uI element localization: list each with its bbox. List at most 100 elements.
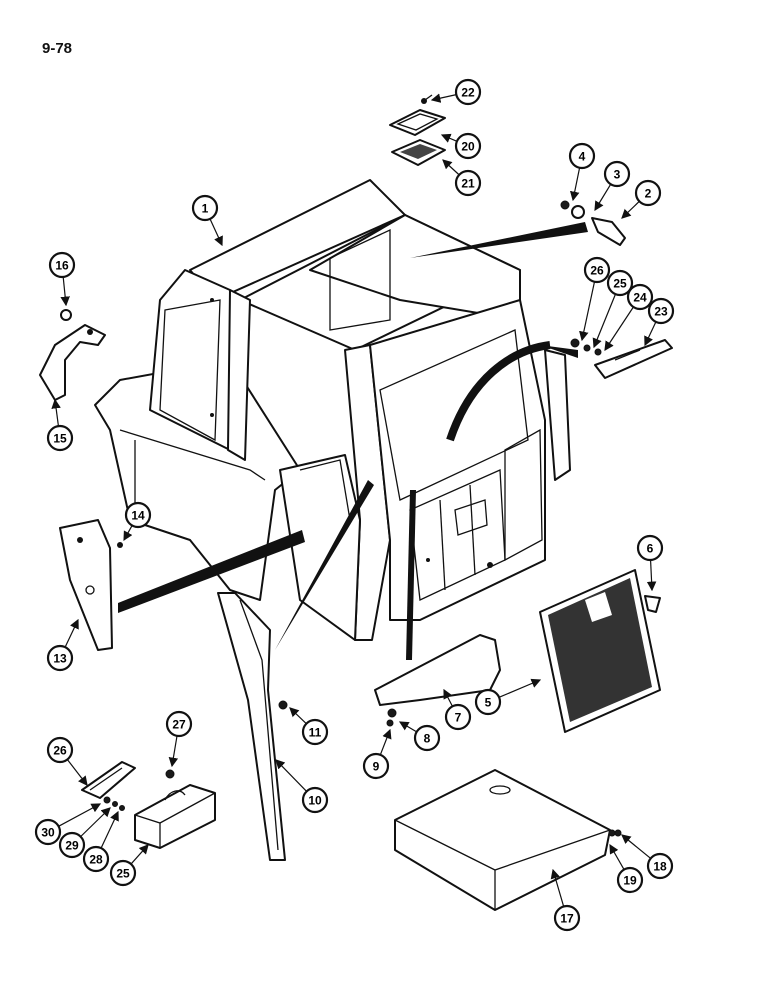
callout-leader — [646, 559, 657, 592]
cab-front-frame — [369, 299, 546, 621]
latch-bracket — [594, 339, 673, 379]
callout-28: 28 — [82, 810, 119, 873]
callout-leader — [594, 183, 612, 212]
callout-circle — [606, 269, 634, 297]
callout-leader — [209, 218, 223, 247]
callout-number: 22 — [461, 86, 475, 100]
callout-24: 24 — [604, 283, 654, 352]
front-trim-assembly — [374, 634, 501, 727]
callout-leader — [379, 728, 392, 756]
callout-circle — [165, 710, 193, 738]
callout-number: 19 — [623, 874, 637, 888]
callout-number: 6 — [647, 542, 654, 556]
callout-number: 14 — [131, 509, 145, 523]
callout-circle — [454, 78, 482, 106]
callout-leader — [123, 525, 133, 542]
callout-circle — [454, 132, 482, 160]
grab-handle — [39, 324, 106, 401]
callout-number: 11 — [309, 726, 322, 740]
callout-27: 27 — [165, 710, 193, 768]
callout-number: 9 — [373, 760, 380, 774]
pointer-wedge-10 — [275, 480, 374, 650]
callout-8: 8 — [398, 721, 441, 752]
callout-number: 30 — [41, 826, 55, 840]
knob — [591, 217, 626, 246]
callout-number: 23 — [654, 305, 668, 319]
callout-leader — [579, 281, 596, 342]
callout-leader — [430, 93, 457, 103]
callout-circle — [362, 752, 390, 780]
callout-number: 21 — [461, 177, 475, 191]
callout-leader — [604, 306, 634, 352]
long-trim — [217, 592, 286, 861]
callout-leader — [440, 133, 458, 143]
callout-number: 8 — [424, 732, 431, 746]
callout-leader — [66, 759, 88, 786]
callout-circle — [583, 256, 611, 284]
callout-number: 29 — [65, 839, 79, 853]
callout-9: 9 — [362, 728, 392, 780]
callout-circle — [34, 818, 62, 846]
toolbox-bracket — [81, 761, 136, 799]
callout-2: 2 — [621, 179, 662, 219]
toolbox — [134, 784, 216, 849]
callout-circle — [191, 194, 219, 222]
pointer-wedge-23 — [540, 345, 578, 358]
callout-18: 18 — [621, 834, 674, 880]
callout-circle — [46, 736, 74, 764]
callout-leader — [100, 810, 119, 849]
callout-15: 15 — [46, 398, 74, 452]
callout-4: 4 — [568, 142, 596, 202]
callout-circle — [82, 845, 110, 873]
callout-26: 26 — [46, 736, 88, 786]
cab-floor — [279, 454, 361, 641]
callout-leader — [550, 868, 565, 907]
callout-6: 6 — [636, 534, 664, 592]
callout-number: 26 — [53, 744, 67, 758]
callout-circle — [444, 703, 472, 731]
callout-16: 16 — [48, 251, 76, 307]
callout-labels: 1234567891011131415161718192021222324252… — [34, 78, 675, 932]
callout-number: 18 — [653, 860, 667, 874]
cab-rear-window — [149, 269, 231, 451]
callout-circle — [454, 169, 482, 197]
callout-number: 7 — [455, 711, 462, 725]
callout-19: 19 — [609, 843, 644, 894]
callout-26: 26 — [579, 256, 611, 342]
cover-box — [394, 769, 611, 911]
callout-17: 17 — [550, 868, 581, 932]
callout-leader — [275, 759, 308, 792]
callout-13: 13 — [46, 618, 79, 672]
mat-fastener — [644, 595, 661, 613]
pointer-wedge-2 — [410, 222, 588, 258]
page-number: 9-78 — [42, 40, 73, 57]
callout-circle — [634, 179, 662, 207]
callout-leader — [289, 707, 307, 725]
pointer-wedge-13 — [118, 530, 305, 613]
callout-number: 16 — [55, 259, 69, 273]
callout-circle — [636, 534, 664, 562]
callout-23: 23 — [644, 297, 675, 347]
callout-29: 29 — [58, 807, 111, 859]
knob-assembly — [560, 200, 626, 246]
callout-circle — [474, 688, 502, 716]
front-trim — [374, 634, 501, 706]
roof-hatch-plate — [389, 109, 446, 136]
callout-leader — [60, 276, 70, 307]
callout-circle — [301, 718, 329, 746]
callout-circle — [46, 644, 74, 672]
floor-mat-assembly — [539, 569, 661, 733]
callout-11: 11 — [289, 707, 329, 746]
callout-number: 1 — [202, 202, 209, 216]
callout-circle — [413, 724, 441, 752]
callout-circle — [48, 251, 76, 279]
callout-leader — [592, 293, 617, 349]
toolbox-assembly — [81, 761, 216, 849]
callout-number: 20 — [461, 140, 475, 154]
callout-7: 7 — [443, 688, 472, 731]
callout-circle — [124, 501, 152, 529]
side-panel — [59, 519, 113, 651]
cab-frame — [94, 179, 571, 641]
callout-circle — [626, 283, 654, 311]
callout-number: 13 — [53, 652, 67, 666]
